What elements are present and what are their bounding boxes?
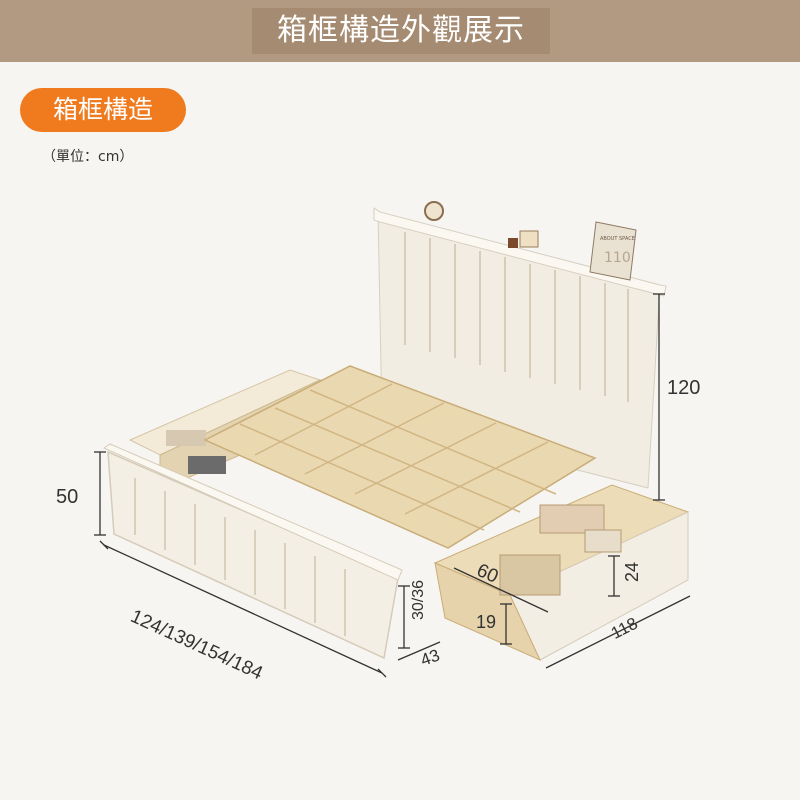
dim-headboard-height: 120 [667,377,701,399]
dim-drawer-inner-height: 19 [476,612,497,632]
dim-drawer-side-height: 24 [622,561,642,582]
clock-prop [424,201,444,221]
footboard [102,443,403,660]
dimension-lines [94,293,691,678]
dim-footboard-height: 50 [56,486,79,508]
header-banner: 箱框構造外觀展示 [0,0,800,62]
candle-prop [508,230,539,248]
book-number-text: 110 [604,250,631,266]
dim-drawer-front-height: 30/36 [410,579,427,620]
section-label-pill: 箱框構造 [20,88,186,132]
unit-note: （單位：cm） [42,149,134,165]
book-title-text: ABOUT SPACE [600,236,635,242]
book-prop: ABOUT SPACE 110 [589,221,637,281]
slat-platform [203,365,597,549]
pull-out-drawer [433,484,690,661]
page-title: 箱框構造外觀展示 [252,8,550,54]
